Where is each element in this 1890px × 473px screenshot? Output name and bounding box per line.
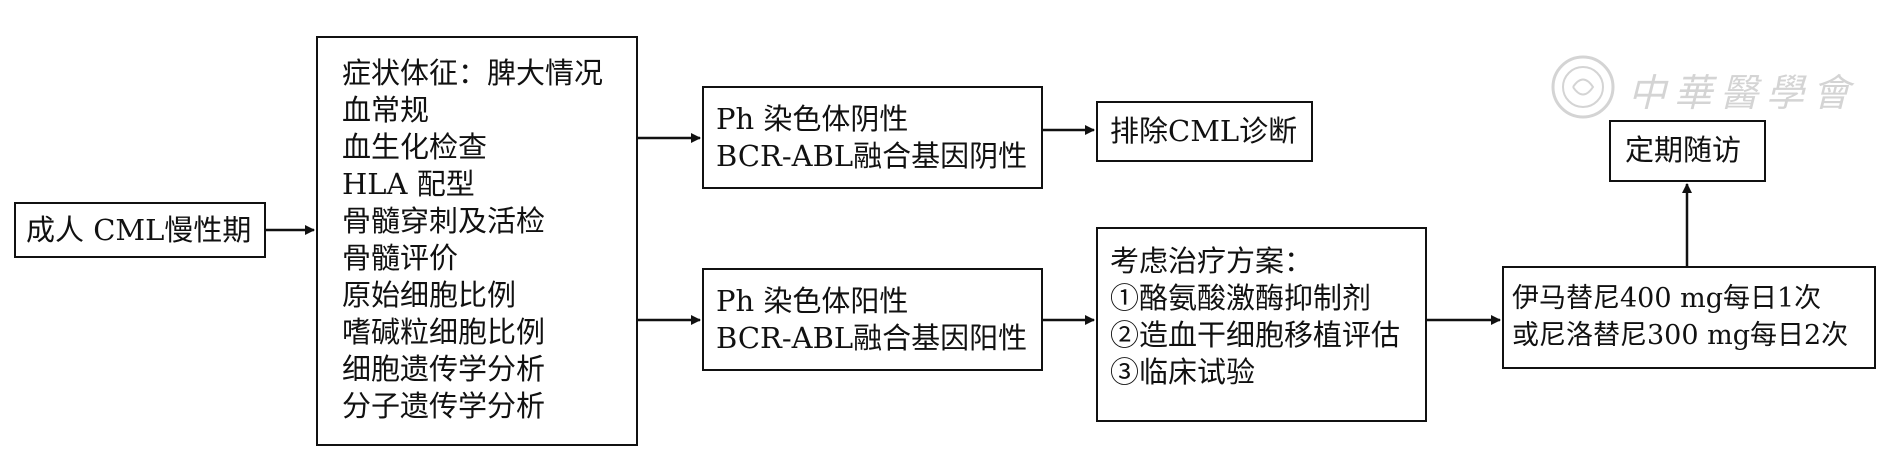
node-treatment-options: 考虑治疗方案： ①酪氨酸激酶抑制剂 ②造血干细胞移植评估 ③临床试验 <box>1096 227 1427 422</box>
test-item: 骨髓评价 <box>342 241 459 275</box>
test-item: HLA 配型 <box>342 167 475 201</box>
seal-icon <box>1551 55 1615 119</box>
node-ph-positive: Ph 染色体阳性 BCR-ABL融合基因阳性 <box>702 268 1043 371</box>
node-line: Ph 染色体阴性 <box>716 102 909 136</box>
node-line: 伊马替尼400 mg每日1次 <box>1512 283 1822 314</box>
node-regular-followup: 定期随访 <box>1609 120 1766 182</box>
test-item: 血生化检查 <box>342 130 488 164</box>
node-label: 排除CML诊断 <box>1110 114 1298 148</box>
test-item: 细胞遗传学分析 <box>342 352 546 386</box>
watermark: 中華醫學會 <box>1548 48 1858 128</box>
node-diagnostic-tests: 症状体征：脾大情况 血常规 血生化检查 HLA 配型 骨髓穿刺及活检 骨髓评价 … <box>316 36 638 446</box>
node-exclude-cml: 排除CML诊断 <box>1096 101 1313 162</box>
test-item: 骨髓穿刺及活检 <box>342 204 546 238</box>
test-item: 症状体征：脾大情况 <box>342 56 604 90</box>
test-item: 血常规 <box>342 93 430 127</box>
node-drug-regimen: 伊马替尼400 mg每日1次 或尼洛替尼300 mg每日2次 <box>1502 266 1876 369</box>
node-adult-cml-chronic-phase: 成人 CML慢性期 <box>14 202 266 258</box>
test-item: 嗜碱粒细胞比例 <box>342 315 546 349</box>
node-line: 或尼洛替尼300 mg每日2次 <box>1512 320 1849 351</box>
node-line: BCR-ABL融合基因阴性 <box>716 139 1028 173</box>
test-item: 原始细胞比例 <box>342 278 517 312</box>
node-label: 定期随访 <box>1625 133 1742 167</box>
node-line: ②造血干细胞移植评估 <box>1110 318 1401 352</box>
node-ph-negative: Ph 染色体阴性 BCR-ABL融合基因阴性 <box>702 86 1043 189</box>
node-label: 成人 CML慢性期 <box>26 213 252 247</box>
node-line: BCR-ABL融合基因阳性 <box>716 321 1028 355</box>
node-line: 考虑治疗方案： <box>1110 244 1314 278</box>
node-line: ③临床试验 <box>1110 355 1256 389</box>
node-line: Ph 染色体阳性 <box>716 284 909 318</box>
watermark-text: 中華醫學會 <box>1628 71 1859 115</box>
node-line: ①酪氨酸激酶抑制剂 <box>1110 281 1372 315</box>
test-item: 分子遗传学分析 <box>342 389 546 423</box>
